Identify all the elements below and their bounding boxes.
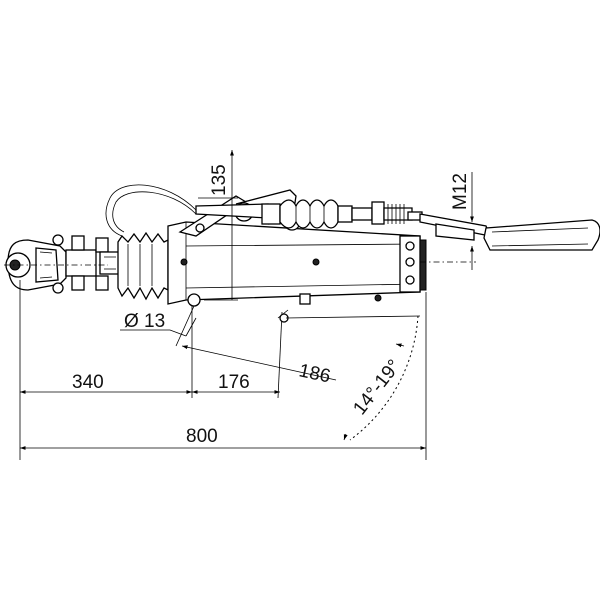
dim-label-thread: M12 [450, 173, 471, 210]
dim-overall-length: 800 [20, 426, 426, 450]
bellows-boot [117, 231, 169, 301]
dim-bolt-hole: Ø 13 [120, 305, 195, 347]
dim-label-186: 186 [297, 360, 332, 387]
dim-label-176: 176 [218, 372, 250, 393]
dim-front-to-mount: 340 [20, 372, 192, 394]
dim-mount-diagonal: 186 [181, 317, 337, 387]
dim-label-bolt: Ø 13 [124, 311, 165, 332]
dim-height-135: 135 [198, 150, 238, 301]
dim-label-340: 340 [72, 372, 104, 393]
cable-loop [105, 184, 197, 237]
front-bolt-hole [187, 293, 201, 307]
dim-handle-thread: M12 [450, 172, 474, 270]
dim-mount-spacing: 176 [192, 372, 280, 394]
dim-label-800: 800 [186, 426, 218, 447]
coupling-head [5, 234, 121, 294]
dim-label-height: 135 [209, 164, 230, 196]
handbrake-handle [419, 213, 600, 251]
